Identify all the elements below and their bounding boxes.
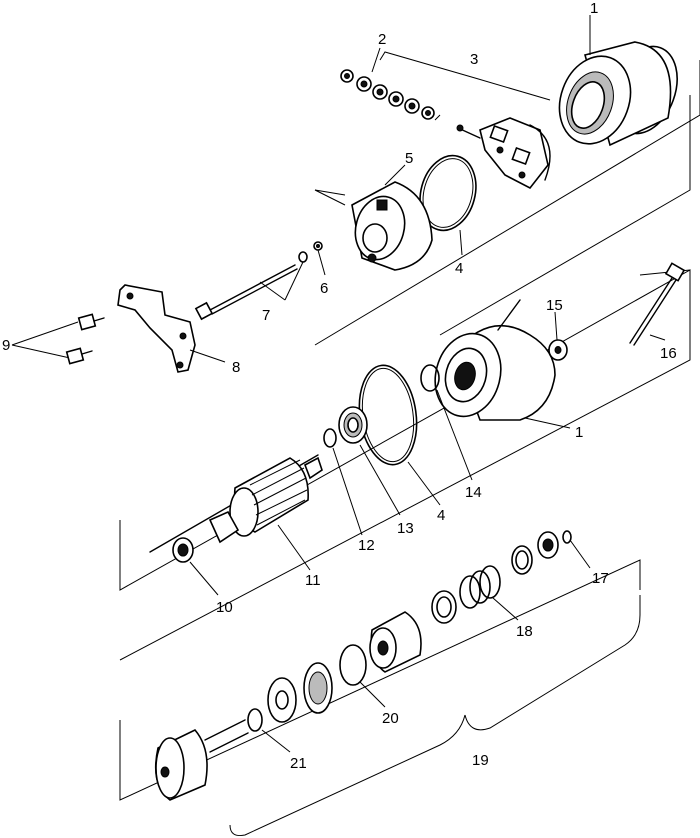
callout-9: 9: [2, 337, 10, 354]
screws: [65, 313, 105, 365]
callout-5: 5: [405, 150, 413, 167]
planetary-parts: [267, 662, 333, 723]
callout-7: 7: [262, 307, 270, 324]
callout-17: 17: [592, 570, 609, 587]
end-cover: [351, 181, 433, 271]
brush-holder: [456, 117, 551, 190]
through-bolt: [194, 251, 308, 321]
callout-3: 3: [470, 51, 478, 68]
mounting-bracket: [117, 284, 196, 373]
callout-10: 10: [216, 599, 233, 616]
group-outlines: [11, 51, 700, 836]
callout-13: 13: [397, 520, 414, 537]
callout-11: 11: [305, 572, 321, 589]
armature: [149, 454, 323, 553]
yoke-cylinder: [558, 41, 678, 147]
callout-4-mid: 4: [437, 507, 445, 524]
leader-lines: [189, 15, 666, 753]
clutch-assembly: [369, 611, 422, 673]
clip-21: [247, 708, 263, 732]
callout-14: 14: [465, 484, 482, 501]
callout-4-top: 4: [455, 260, 463, 277]
washer-stack: [340, 69, 435, 120]
callout-15: 15: [546, 297, 563, 314]
callout-12: 12: [358, 537, 375, 554]
front-housing: [434, 299, 556, 421]
ring-20: [339, 644, 367, 686]
ring-12: [323, 428, 337, 448]
callout-16: 16: [660, 345, 677, 362]
callout-6: 6: [320, 280, 328, 297]
bearing-10: [172, 537, 194, 563]
callout-1-mid: 1: [575, 424, 583, 441]
callout-18: 18: [516, 623, 533, 640]
bearing-17: [511, 530, 572, 575]
callout-21: 21: [290, 755, 307, 772]
pinion-gear: [154, 719, 249, 801]
washer-small: [313, 241, 323, 251]
callout-19: 19: [472, 752, 489, 769]
spring-18: [431, 565, 501, 624]
callout-labels: 1 2 3 5 4 6 7 9 8 15 16 1 14 4 13 12 11 …: [2, 0, 677, 772]
callout-8: 8: [232, 359, 240, 376]
callout-1-top: 1: [590, 0, 598, 17]
bearing-13: [338, 406, 368, 444]
callout-2: 2: [378, 31, 386, 48]
o-ring-small: [420, 364, 440, 392]
bolt-16: [629, 262, 686, 346]
o-ring-top: [419, 154, 477, 232]
washer-15: [548, 339, 568, 361]
callout-20: 20: [382, 710, 399, 727]
